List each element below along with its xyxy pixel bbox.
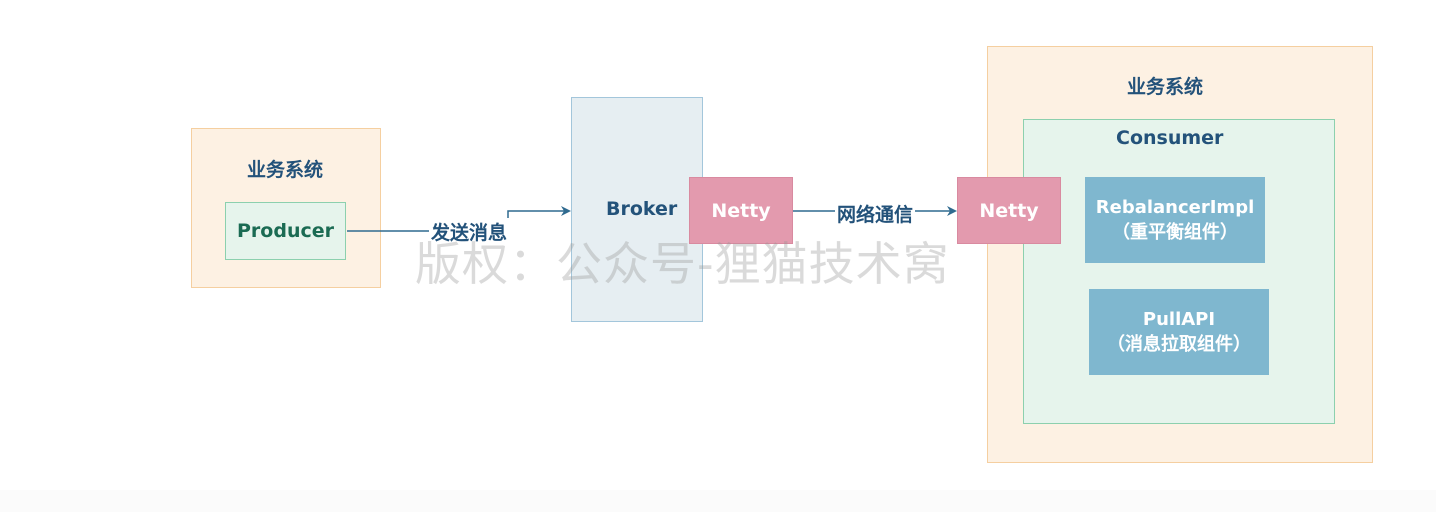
rebalancer-component: RebalancerImpl （重平衡组件） — [1085, 177, 1265, 263]
broker-node — [571, 97, 703, 322]
broker-netty-node: Netty — [689, 177, 793, 244]
network-label: 网络通信 — [835, 200, 916, 227]
copyright-watermark: 版权：公众号-狸猫技术窝 — [415, 237, 950, 291]
rebalancer-name: RebalancerImpl — [1095, 197, 1255, 218]
rebalancer-desc: （重平衡组件） — [1112, 222, 1238, 243]
pullapi-name: PullAPI — [1142, 309, 1216, 330]
producer-node: Producer — [225, 202, 346, 260]
left-business-system-title: 业务系统 — [247, 159, 324, 181]
pullapi-desc: （消息拉取组件） — [1107, 334, 1251, 355]
consumer-title: Consumer — [1116, 127, 1224, 149]
consumer-netty-node: Netty — [957, 177, 1061, 244]
send-message-label: 发送消息 — [429, 218, 510, 245]
pullapi-component: PullAPI （消息拉取组件） — [1089, 289, 1269, 375]
right-business-system-title: 业务系统 — [1127, 76, 1204, 98]
bottom-strip — [0, 490, 1436, 512]
broker-title: Broker — [606, 198, 678, 220]
